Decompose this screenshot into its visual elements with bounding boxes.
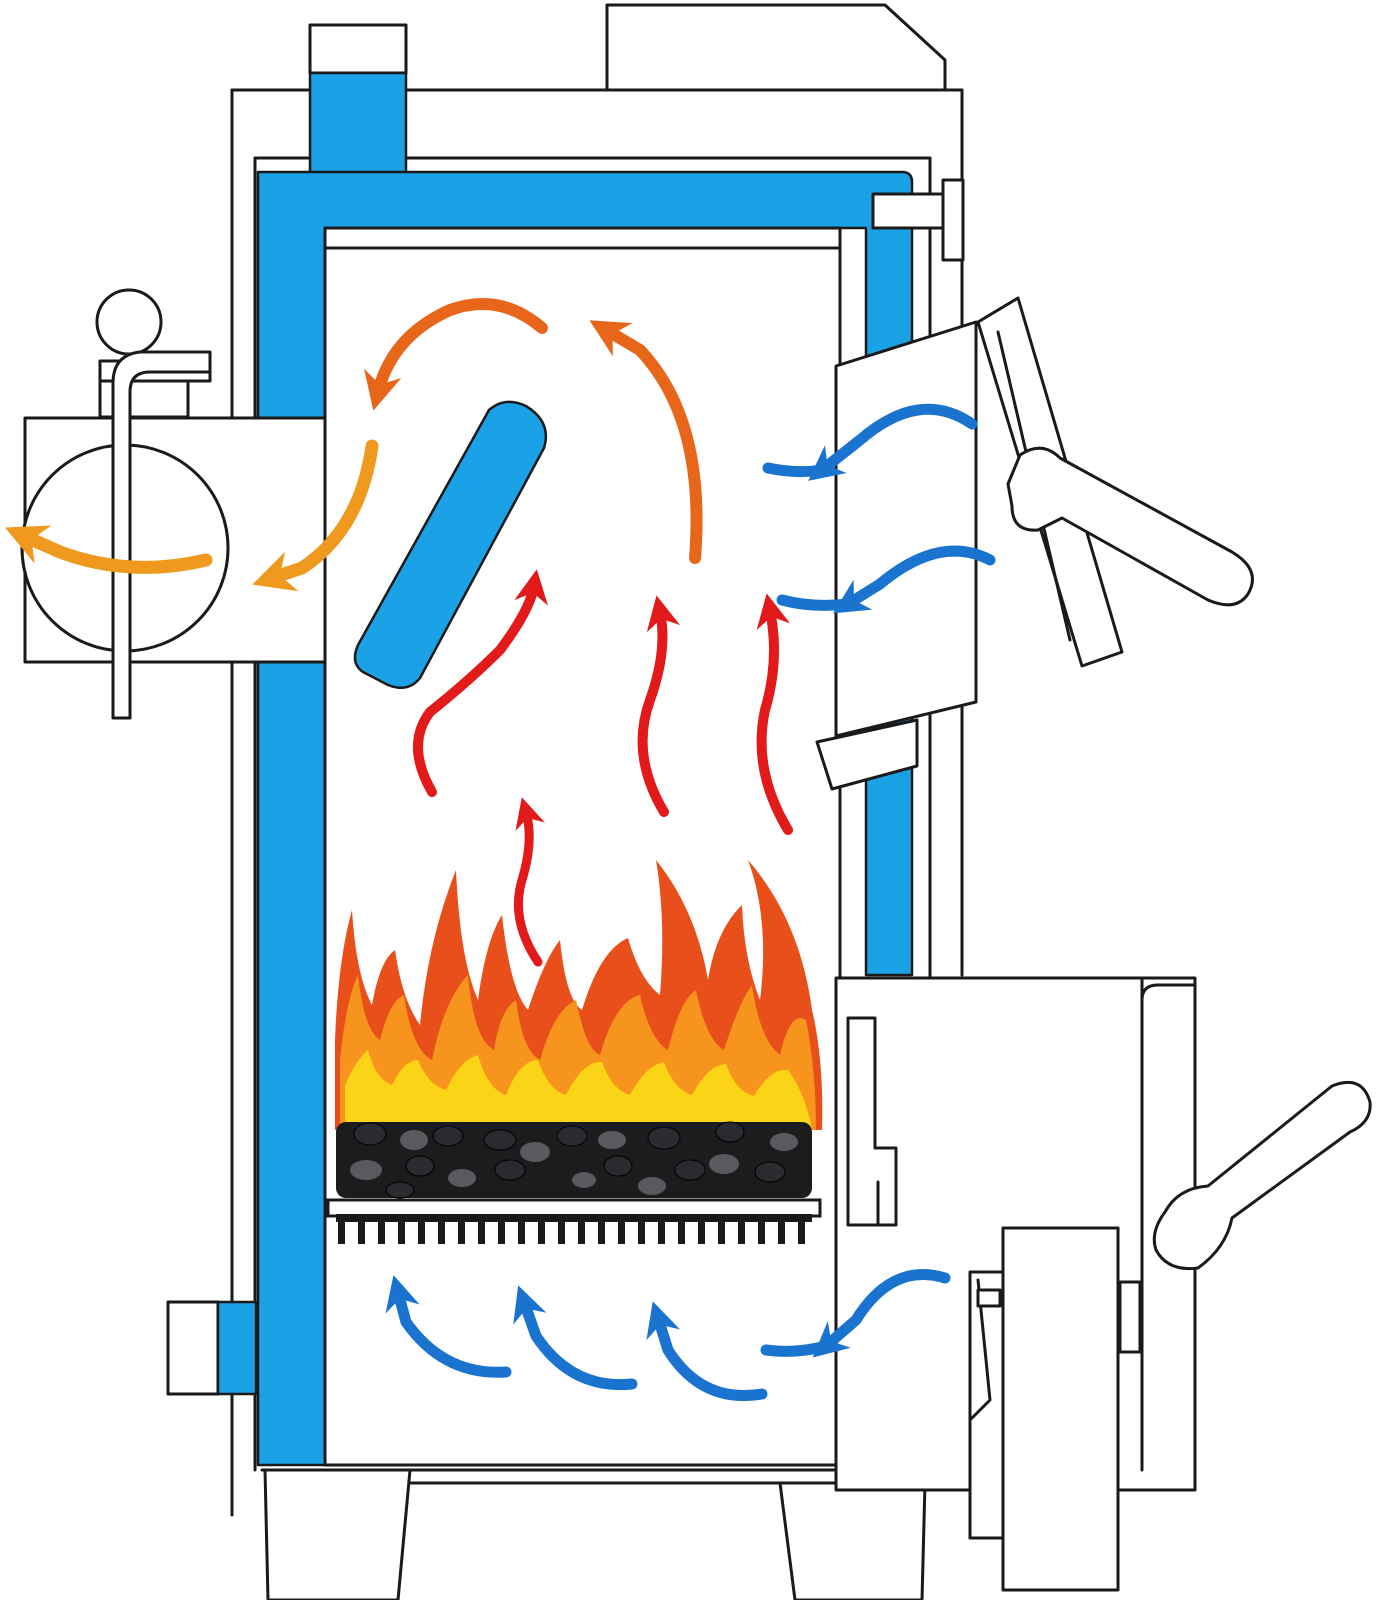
- grate-bar: [738, 1216, 745, 1244]
- hot-arrow-3: [756, 593, 793, 835]
- grate-bar: [778, 1216, 785, 1244]
- combustion-chamber: [323, 226, 842, 1467]
- grate-bar: [698, 1216, 705, 1244]
- grate-bar: [538, 1216, 545, 1244]
- grate-bar: [678, 1216, 685, 1244]
- hot-arrow-4: [513, 797, 545, 967]
- flames: [335, 860, 823, 1130]
- combustion-gas-arrows: [413, 569, 793, 967]
- grate-bar: [478, 1216, 485, 1244]
- primary-air-arrow-2: [646, 1301, 768, 1402]
- air-arrows: [385, 403, 996, 1402]
- grate-bar: [598, 1216, 605, 1244]
- grate-bar: [498, 1216, 505, 1244]
- grate-bar: [458, 1216, 465, 1244]
- damper-knob: [95, 288, 163, 356]
- flow-pipe: [308, 23, 408, 75]
- loading-door: [815, 296, 1254, 791]
- grate-bar: [378, 1216, 385, 1244]
- baffle: [353, 400, 548, 690]
- flue-gas-arrows: [4, 298, 703, 592]
- water-jacket: [166, 23, 914, 1467]
- secondary-air-arrow-2: [833, 545, 996, 614]
- grate-bar: [578, 1216, 585, 1244]
- left-leg: [263, 1468, 412, 1600]
- grate-bar: [518, 1216, 525, 1244]
- hot-arrow-2: [637, 595, 681, 817]
- grate-bar: [438, 1216, 445, 1244]
- ash-door-handle: [1152, 1081, 1372, 1271]
- grate: [326, 1198, 822, 1244]
- grate-bar: [718, 1216, 725, 1244]
- grate-bar: [638, 1216, 645, 1244]
- primary-air-arrow-4: [385, 1274, 512, 1378]
- top-service-box: [605, 3, 947, 92]
- air-damper-regulator: [1001, 1226, 1120, 1592]
- flue-arrow-1: [589, 320, 703, 564]
- thermostat: [871, 178, 965, 262]
- grate-bar: [798, 1216, 805, 1244]
- grate-bar: [618, 1216, 625, 1244]
- exhaust-arrow-2: [4, 525, 213, 574]
- ash-door: [834, 976, 1372, 1592]
- grate-bar: [398, 1216, 405, 1244]
- grate-bar: [658, 1216, 665, 1244]
- primary-air-arrow-3: [513, 1285, 638, 1391]
- hot-arrow-1: [413, 569, 548, 797]
- flue-arrow-2: [364, 298, 548, 411]
- damper-rod: [111, 350, 212, 720]
- grate-bar: [338, 1216, 345, 1244]
- return-pipe: [166, 1300, 220, 1396]
- grate-bar: [418, 1216, 425, 1244]
- primary-air-arrow-1: [812, 1269, 951, 1358]
- grate-bar: [358, 1216, 365, 1244]
- fuel-bed: [336, 1121, 812, 1199]
- grate-bar: [758, 1216, 765, 1244]
- flame-inner: [345, 1050, 812, 1130]
- grate-bar: [558, 1216, 565, 1244]
- loading-door-handle: [1006, 446, 1254, 607]
- secondary-air-arrow-1: [808, 403, 978, 481]
- exhaust-arrow-1: [252, 439, 379, 592]
- boiler-body: [230, 3, 964, 1600]
- right-leg: [778, 1481, 927, 1600]
- flue-outlet: [20, 288, 327, 720]
